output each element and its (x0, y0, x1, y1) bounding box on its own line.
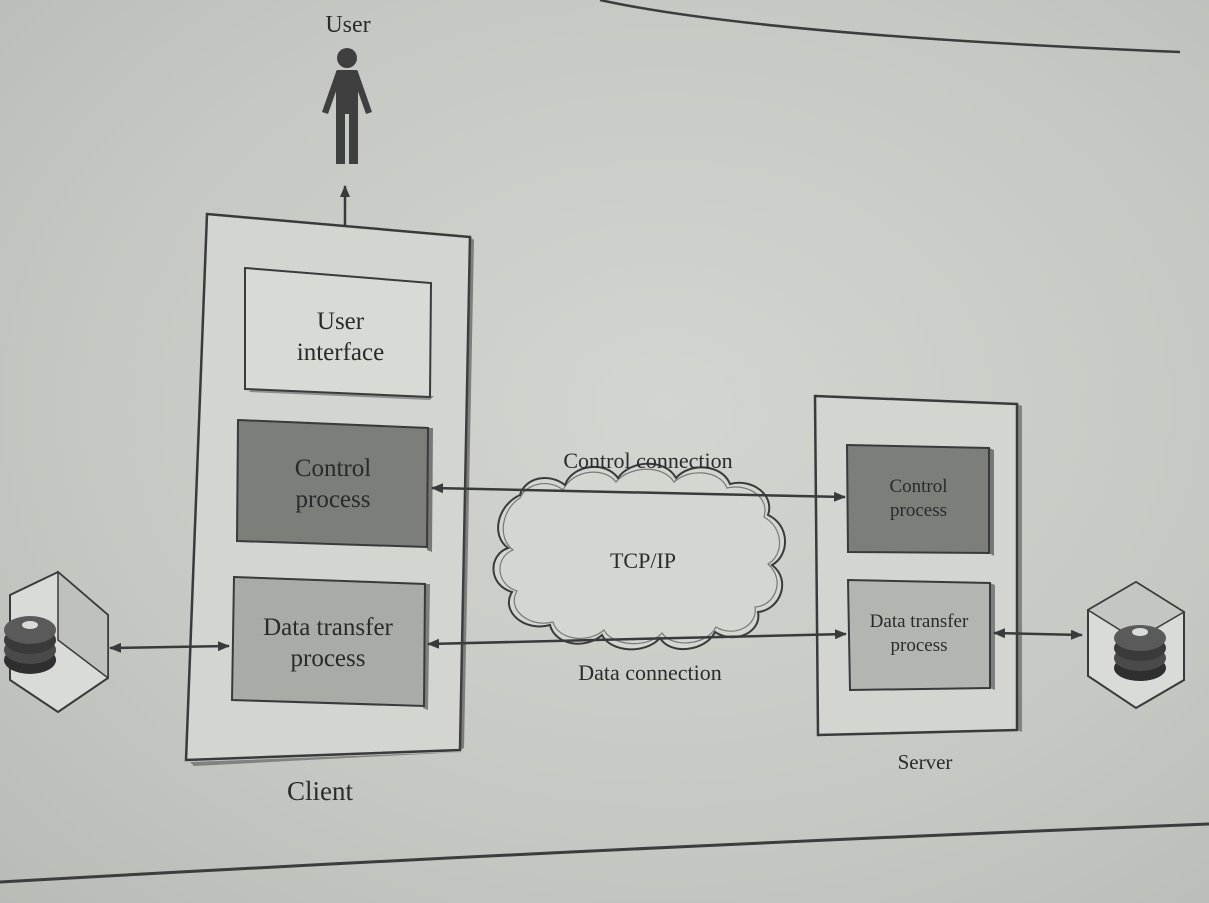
data-connection-label: Data connection (578, 660, 722, 685)
client-label: Client (287, 776, 353, 806)
client-control-line2: process (295, 486, 371, 513)
page-top-rule (599, 0, 1181, 54)
client-control-process-label: Control process (238, 438, 428, 530)
server-label: Server (897, 750, 953, 774)
server-control-process-box (845, 443, 994, 556)
user-interface-label: User interface (248, 292, 433, 382)
user-interface-box (244, 266, 434, 400)
tcp-ip-cloud-inner-outline (499, 468, 781, 645)
server-data-transfer-box (846, 578, 995, 692)
tcp-ip-label: TCP/IP (609, 548, 677, 573)
server-data-transfer-label: Data transfer process (848, 592, 990, 676)
server-disk-arrow (993, 628, 1083, 640)
client-data-transfer-label: Data transfer process (230, 596, 426, 690)
control-connection-label: Control connection (563, 448, 733, 473)
client-data-transfer-line1: Data transfer (263, 613, 393, 641)
client-control-process-box (235, 418, 433, 552)
page-bottom-rule (0, 822, 1209, 884)
client-control-line1: Control (294, 454, 372, 482)
tcp-ip-cloud (492, 462, 786, 651)
client-data-transfer-box (230, 575, 430, 710)
server-control-line2: process (890, 500, 947, 521)
client-data-transfer-line2: process (290, 645, 366, 672)
user-interface-line1: User (316, 307, 365, 335)
client-disk-arrow (109, 641, 230, 653)
server-control-process-label: Control process (848, 458, 989, 540)
control-connection-arrow (431, 483, 846, 502)
user-icon (322, 48, 372, 164)
server-control-line1: Control (889, 476, 948, 498)
server-data-transfer-line1: Data transfer (869, 611, 969, 633)
data-connection-arrow (427, 629, 847, 649)
user-label: User (325, 12, 371, 38)
user-interface-line2: interface (296, 339, 385, 366)
client-disk-icon (4, 570, 109, 714)
server-data-transfer-line2: process (890, 635, 948, 656)
server-disk-icon (1086, 580, 1186, 710)
